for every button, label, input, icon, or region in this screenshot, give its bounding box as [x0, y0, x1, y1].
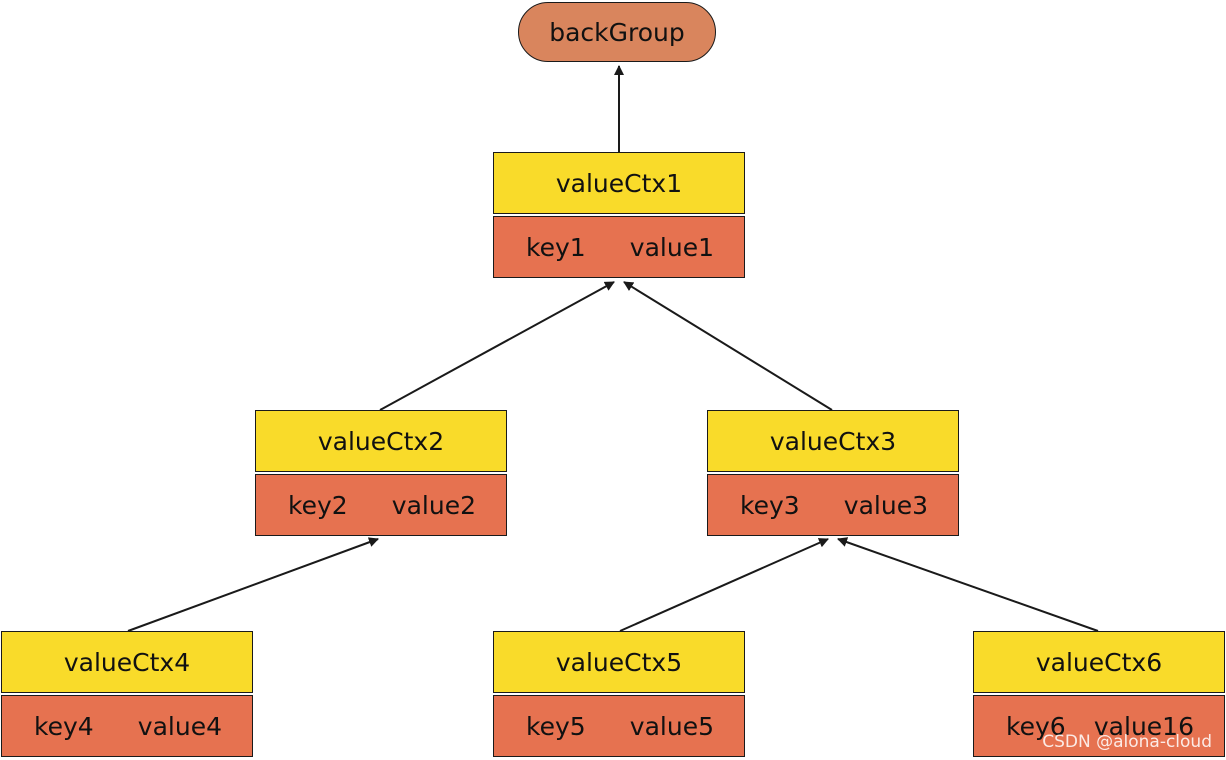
edge-valueCtx4-to-valueCtx2: [127, 537, 379, 632]
context-node-3: valueCtx3 key3 value3: [707, 410, 959, 536]
node-key-value: key5 value5: [493, 695, 745, 757]
node-key: key6: [1006, 711, 1066, 741]
node-title-text: valueCtx4: [63, 647, 191, 677]
edge-valueCtx2-to-valueCtx1: [379, 281, 615, 411]
node-key-value: key1 value1: [493, 216, 745, 278]
context-node-4: valueCtx4 key4 value4: [1, 631, 253, 757]
node-title: valueCtx1: [493, 152, 745, 214]
node-title-text: valueCtx2: [317, 426, 445, 456]
node-title-text: valueCtx1: [555, 168, 683, 198]
node-value: value4: [137, 711, 222, 741]
node-key: key3: [740, 490, 800, 520]
node-key: key1: [526, 232, 586, 262]
watermark: CSDN @alona-cloud: [1042, 732, 1212, 752]
node-value: value5: [629, 711, 714, 741]
node-value: value1: [629, 232, 714, 262]
node-key: key5: [526, 711, 586, 741]
node-value: value3: [843, 490, 928, 520]
node-value: value16: [1093, 711, 1194, 741]
edge-valueCtx5-to-valueCtx3: [619, 538, 829, 632]
node-key-value: key6 value16: [973, 695, 1225, 757]
node-title-text: valueCtx3: [769, 426, 897, 456]
context-node-2: valueCtx2 key2 value2: [255, 410, 507, 536]
node-title-text: valueCtx6: [1035, 647, 1163, 677]
context-node-6: valueCtx6 key6 value16: [973, 631, 1225, 757]
context-node-5: valueCtx5 key5 value5: [493, 631, 745, 757]
edge-valueCtx6-to-valueCtx3: [837, 537, 1099, 632]
node-key: key2: [288, 490, 348, 520]
node-key: key4: [34, 711, 94, 741]
root-node-label: backGroup: [549, 17, 685, 47]
node-title: valueCtx6: [973, 631, 1225, 693]
context-node-1: valueCtx1 key1 value1: [493, 152, 745, 278]
node-key-value: key2 value2: [255, 474, 507, 536]
node-key-value: key4 value4: [1, 695, 253, 757]
node-value: value2: [391, 490, 476, 520]
node-title: valueCtx5: [493, 631, 745, 693]
node-title: valueCtx2: [255, 410, 507, 472]
edge-valueCtx3-to-valueCtx1: [623, 281, 833, 411]
node-key-value: key3 value3: [707, 474, 959, 536]
node-title: valueCtx3: [707, 410, 959, 472]
node-title: valueCtx4: [1, 631, 253, 693]
root-node-backgroup: backGroup: [518, 2, 716, 62]
node-title-text: valueCtx5: [555, 647, 683, 677]
